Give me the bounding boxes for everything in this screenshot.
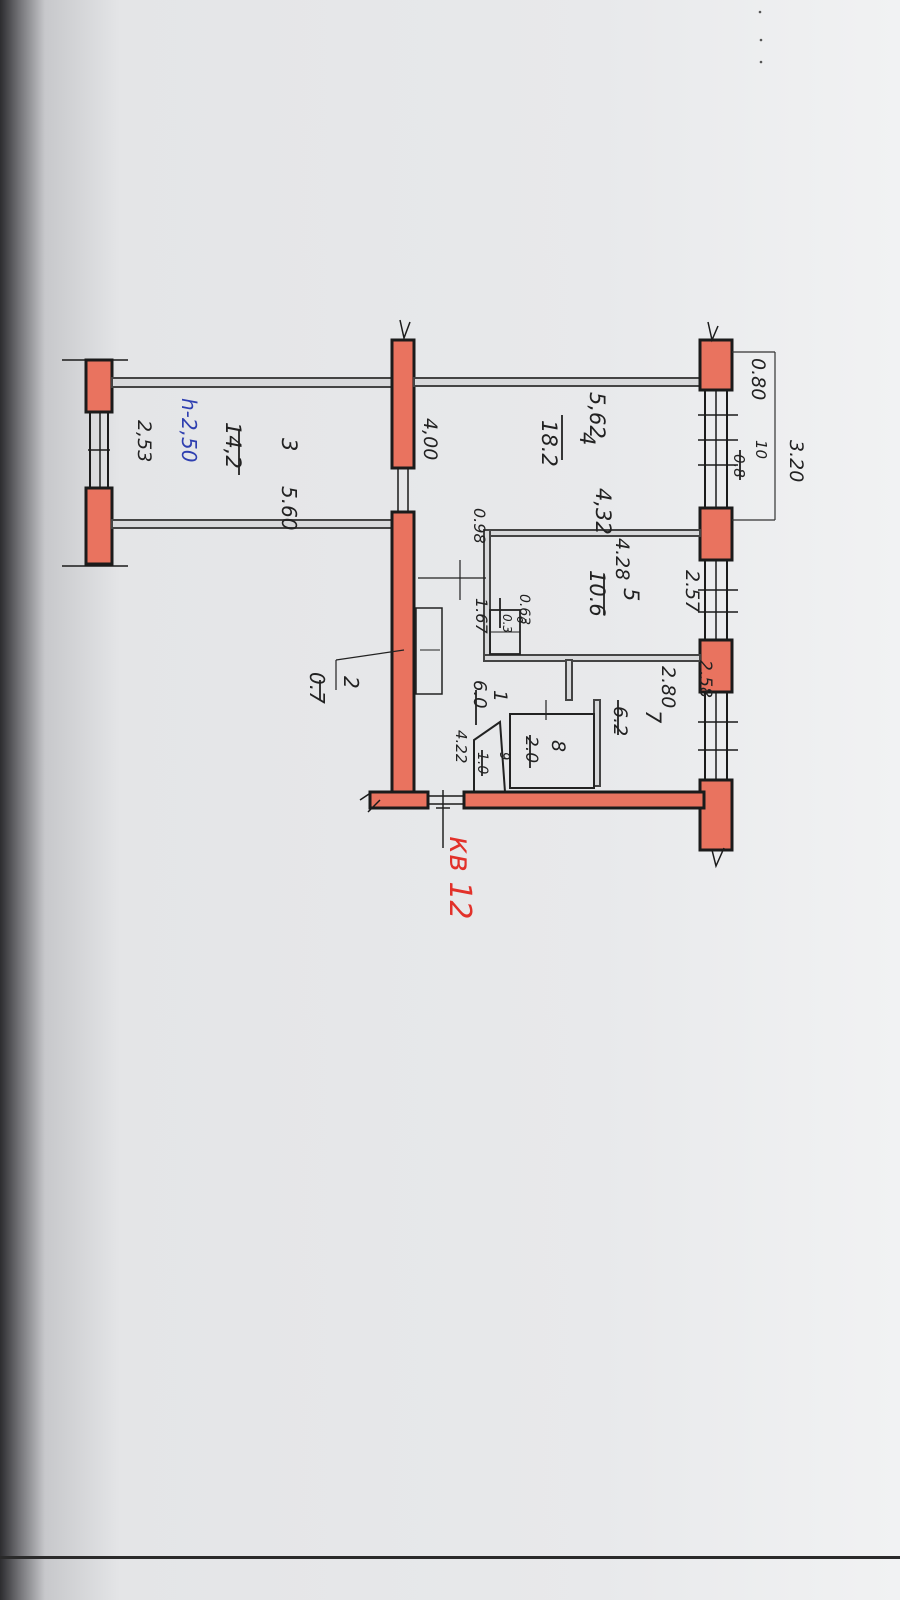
- wall-room3-room4: [390, 319, 416, 806]
- labels: 0.80 3.20 10 0.8 5,62 4 18.2 4,00 4,32 3…: [133, 358, 807, 920]
- room8-area: 2.0: [521, 736, 541, 763]
- dim-top-left: 0.80: [747, 358, 769, 400]
- room9-area: 1.0: [474, 752, 490, 774]
- room10-area: 0.8: [730, 454, 748, 478]
- dimension-leaders-top: [732, 351, 776, 521]
- corner-dots: [758, 10, 763, 64]
- room4-length: 5,62: [585, 392, 609, 439]
- room4-top-wall: [413, 377, 701, 387]
- room1-number: 1: [489, 690, 511, 702]
- dim-top-right: 3.20: [785, 440, 807, 482]
- bottom-wall: [359, 790, 706, 813]
- closet-room6: [489, 609, 521, 655]
- room7-width: 2.58: [695, 660, 715, 698]
- room3-number: 3: [277, 438, 301, 451]
- entrance-marker: [436, 790, 450, 848]
- fraction-bars: [238, 415, 741, 776]
- room5-length: 4.28: [611, 538, 633, 580]
- room6-area: 0.3: [500, 614, 514, 633]
- room6-number: 6: [514, 616, 528, 624]
- room8-number: 8: [547, 740, 569, 752]
- room5-width: 2.57: [681, 570, 703, 612]
- room1-area: 6.0: [469, 680, 490, 709]
- partitions-rooms-7-8-9: [473, 659, 601, 793]
- room1-width: 4.22: [452, 730, 470, 763]
- room7-number: 7: [641, 710, 665, 724]
- dim-partition: 0.98: [470, 508, 489, 544]
- room3-height-note: h-2,50: [177, 398, 201, 462]
- room4-area: 18.2: [537, 420, 561, 467]
- apartment-label: кв 12: [442, 836, 477, 920]
- room7-area: 6.2: [609, 706, 631, 736]
- partition-room4-room5: [483, 529, 701, 662]
- balcony-outer-wall: [62, 358, 128, 567]
- room3-area: 14,2: [221, 422, 245, 469]
- dim-room3-room4: 5.60: [277, 486, 301, 531]
- room5-number: 5: [619, 588, 643, 601]
- room4-wall-b: 4,32: [591, 488, 615, 535]
- room4-number: 4: [575, 432, 599, 445]
- bottom-rule-line: [0, 1556, 900, 1559]
- room3-width: 2,53: [133, 420, 155, 462]
- room5-area: 10.6: [585, 570, 609, 617]
- room2-number: 2: [339, 676, 363, 689]
- room7-length: 2.80: [657, 666, 679, 708]
- room10-number: 10: [752, 440, 770, 459]
- outer-facade-wall: [698, 321, 738, 869]
- hall-fixtures: [335, 560, 486, 695]
- room9-number: 9: [496, 752, 511, 760]
- room2-area: 0.7: [305, 672, 329, 704]
- room6-dimension: 0.63: [516, 594, 532, 625]
- room1-length: 1.67: [472, 598, 491, 634]
- room4-wall-a: 4,00: [419, 418, 441, 460]
